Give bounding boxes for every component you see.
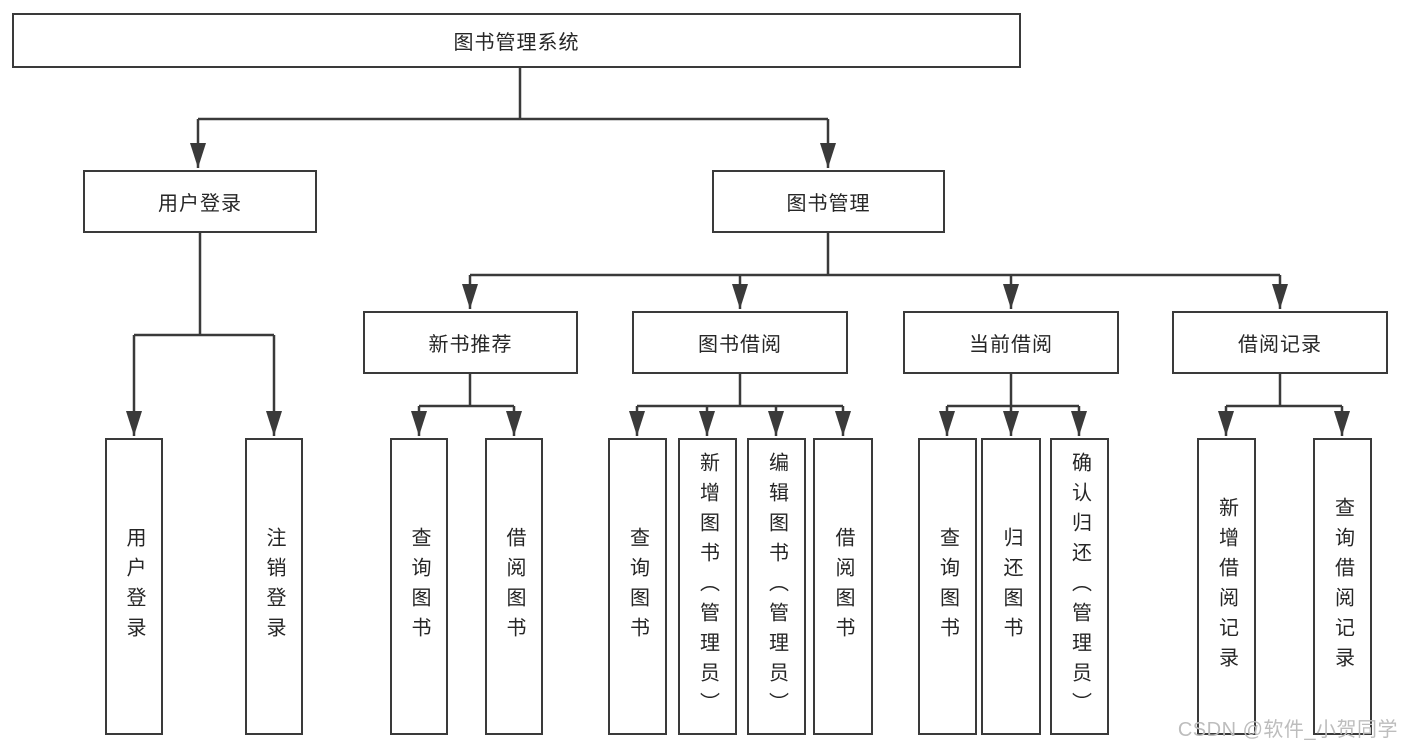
node-label: 新书推荐 xyxy=(428,334,513,356)
leaf-add-book-admin: 新增图书（管理员） xyxy=(678,438,737,735)
leaf-return-books: 归还图书 xyxy=(981,438,1041,735)
node-label: 当前借阅 xyxy=(969,334,1053,356)
leaf-label: 用户登录 xyxy=(123,526,145,647)
leaf-label: 编辑图书（管理员） xyxy=(765,451,788,722)
leaf-user-login: 用户登录 xyxy=(105,438,163,735)
leaf-logout: 注销登录 xyxy=(245,438,303,735)
leaf-edit-book-admin: 编辑图书（管理员） xyxy=(747,438,806,735)
leaf-label: 确认归还（管理员） xyxy=(1068,451,1091,722)
leaf-label: 新增借阅记录 xyxy=(1215,496,1238,677)
leaf-label: 借阅图书 xyxy=(832,526,854,647)
leaf-label: 归还图书 xyxy=(1000,526,1022,647)
leaf-borrow-books: 借阅图书 xyxy=(813,438,873,735)
node-borrowing-records: 借阅记录 xyxy=(1172,311,1388,374)
leaf-query-books-recommend: 查询图书 xyxy=(390,438,448,735)
node-label: 图书管理 xyxy=(786,193,871,215)
node-library-system: 图书管理系统 xyxy=(12,13,1021,68)
leaf-query-borrow-record: 查询借阅记录 xyxy=(1313,438,1372,735)
node-book-borrowing: 图书借阅 xyxy=(632,311,848,374)
node-label: 图书借阅 xyxy=(698,334,782,356)
leaf-label: 查询图书 xyxy=(408,526,430,647)
leaf-label: 查询图书 xyxy=(936,526,959,647)
leaf-label: 借阅图书 xyxy=(503,526,525,647)
leaf-label: 注销登录 xyxy=(263,526,285,647)
leaf-add-borrow-record: 新增借阅记录 xyxy=(1197,438,1256,735)
node-label: 图书管理系统 xyxy=(453,32,580,54)
leaf-label: 查询借阅记录 xyxy=(1331,496,1354,677)
node-label: 用户登录 xyxy=(158,193,242,215)
node-user-login: 用户登录 xyxy=(83,170,317,233)
leaf-query-books-current: 查询图书 xyxy=(918,438,977,735)
node-label: 借阅记录 xyxy=(1238,334,1322,356)
node-book-management: 图书管理 xyxy=(712,170,945,233)
leaf-borrow-books-recommend: 借阅图书 xyxy=(485,438,543,735)
leaf-query-books-borrow: 查询图书 xyxy=(608,438,667,735)
node-current-borrowing: 当前借阅 xyxy=(903,311,1119,374)
watermark: CSDN @软件_小贺同学 xyxy=(1177,719,1398,741)
node-new-book-recommendation: 新书推荐 xyxy=(363,311,578,374)
leaf-label: 查询图书 xyxy=(626,526,649,647)
leaf-label: 新增图书（管理员） xyxy=(696,451,719,722)
leaf-confirm-return-admin: 确认归还（管理员） xyxy=(1050,438,1109,735)
